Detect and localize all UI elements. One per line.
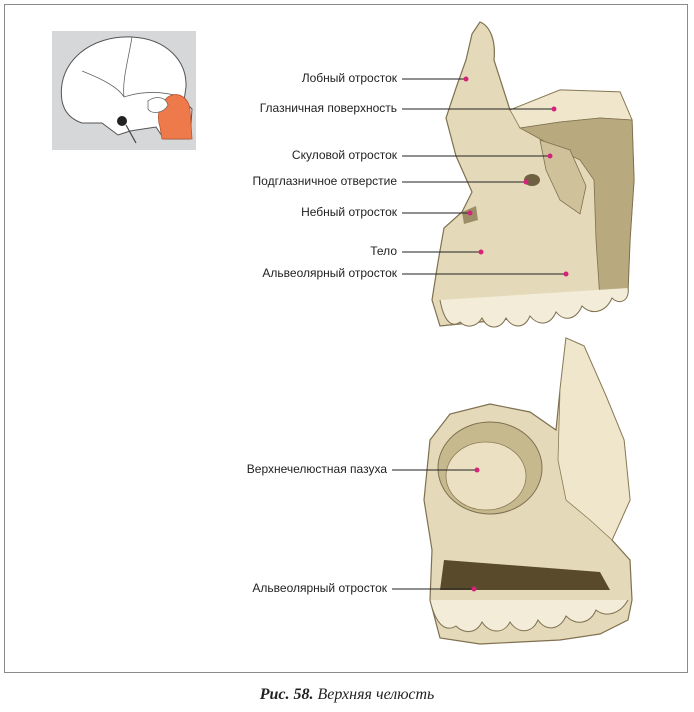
caption-prefix: Рис. 58. <box>259 686 314 703</box>
maxilla-medial-view <box>423 337 633 645</box>
markers-bottom <box>471 467 480 592</box>
leader-lines-bottom <box>392 469 477 590</box>
label-orbital-surface: Глазничная поверхность <box>259 101 397 115</box>
label-body: Тело <box>370 244 397 258</box>
maxilla-lateral-view <box>431 21 635 328</box>
label-alveolar-process-bottom: Альвеолярный отросток <box>252 581 387 595</box>
label-infraorbital-foramen: Подглазничное отверстие <box>252 174 397 188</box>
marker-frontal-process <box>463 76 469 82</box>
caption-title: Верхняя челюсть <box>317 686 435 703</box>
markers-top <box>463 76 569 277</box>
marker-body <box>478 249 484 255</box>
marker-alveolar-process-bottom <box>471 586 477 592</box>
leader-lines-top <box>402 78 566 275</box>
label-zygomatic-process: Скуловой отросток <box>291 148 397 162</box>
figure-frame <box>4 4 688 673</box>
label-frontal-process: Лобный отросток <box>301 71 397 85</box>
label-palatine-process: Небный отросток <box>301 205 397 219</box>
marker-maxillary-sinus <box>474 467 480 473</box>
marker-alveolar-process-top <box>563 271 569 277</box>
figure-caption: Рис. 58. Верхняя челюсть <box>0 686 694 704</box>
marker-infraorbital-foramen <box>523 179 529 185</box>
label-alveolar-process-top: Альвеолярный отросток <box>262 266 397 280</box>
skull-thumbnail <box>52 31 196 150</box>
label-maxillary-sinus: Верхнечелюстная пазуха <box>246 462 387 476</box>
marker-palatine-process <box>467 210 473 216</box>
marker-zygomatic-process <box>547 153 553 159</box>
skull-icon <box>60 36 193 144</box>
marker-orbital-surface <box>551 106 557 112</box>
